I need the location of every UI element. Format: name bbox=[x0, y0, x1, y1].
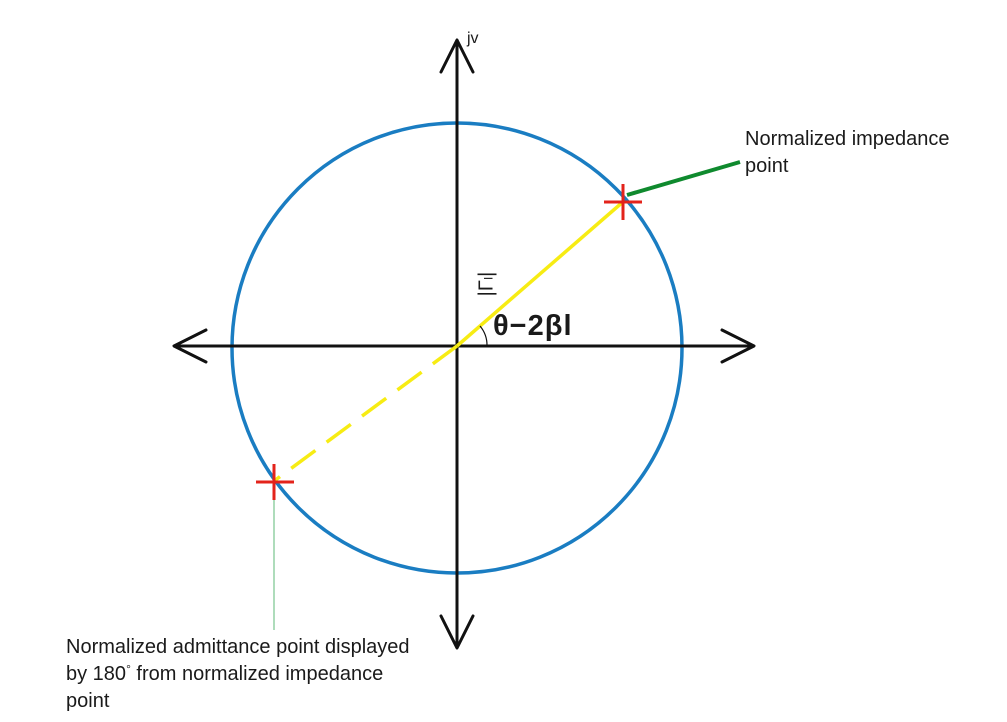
reflection-magnitude-label: |Γₗ| bbox=[475, 271, 498, 297]
angle-arc bbox=[479, 325, 488, 347]
vertical-axis-label: jv bbox=[467, 30, 479, 47]
impedance-label-line1: Normalized impedance bbox=[745, 128, 950, 150]
admittance-radius-dashed-line bbox=[272, 344, 459, 483]
impedance-point-marker bbox=[604, 184, 642, 220]
admittance-label-line2-pre: by 180 bbox=[66, 663, 127, 685]
angle-label: θ−2βl bbox=[493, 310, 573, 342]
admittance-point-marker bbox=[256, 464, 294, 500]
impedance-point-label: Normalized impedance point bbox=[745, 126, 950, 180]
admittance-label-line2: by 180° from normalized impedance bbox=[66, 661, 410, 688]
impedance-radius-line bbox=[455, 199, 626, 348]
horizontal-axis-left-arrow bbox=[172, 328, 208, 364]
degree-symbol: ° bbox=[126, 662, 131, 676]
vertical-axis-top-arrow bbox=[439, 38, 475, 74]
admittance-label-line3: point bbox=[66, 690, 110, 712]
impedance-leader-line bbox=[626, 160, 741, 197]
admittance-label-line1: Normalized admittance point displayed bbox=[66, 636, 410, 658]
horizontal-axis-right-arrow bbox=[720, 328, 756, 364]
vertical-axis-bottom-arrow bbox=[439, 614, 475, 650]
admittance-point-label: Normalized admittance point displayed by… bbox=[66, 634, 410, 715]
admittance-label-line2-post: from normalized impedance bbox=[130, 663, 384, 685]
impedance-label-line2: point bbox=[745, 155, 789, 177]
